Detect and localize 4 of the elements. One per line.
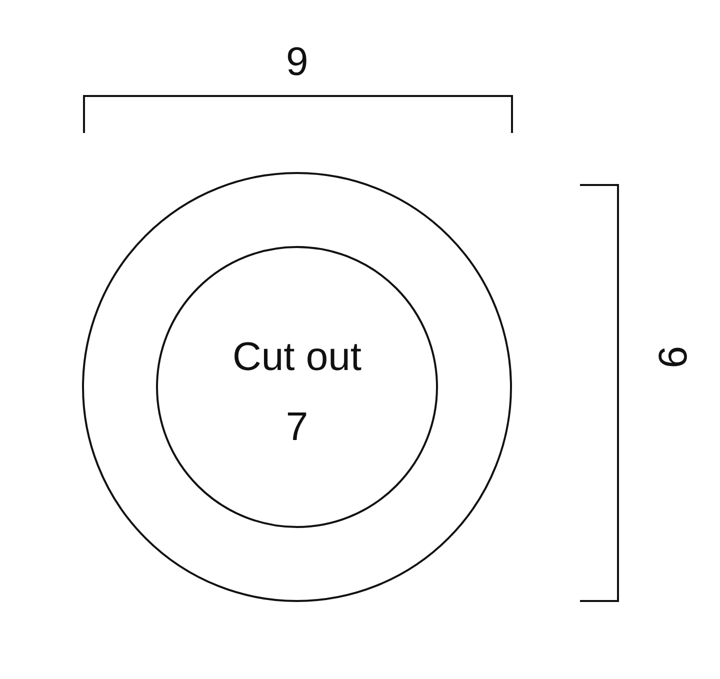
dimension-label: 9 [286,40,308,84]
dimension-label: 9 [650,346,694,368]
circle-label: Cut out [232,335,362,379]
dimension-value: 7 [286,405,308,449]
